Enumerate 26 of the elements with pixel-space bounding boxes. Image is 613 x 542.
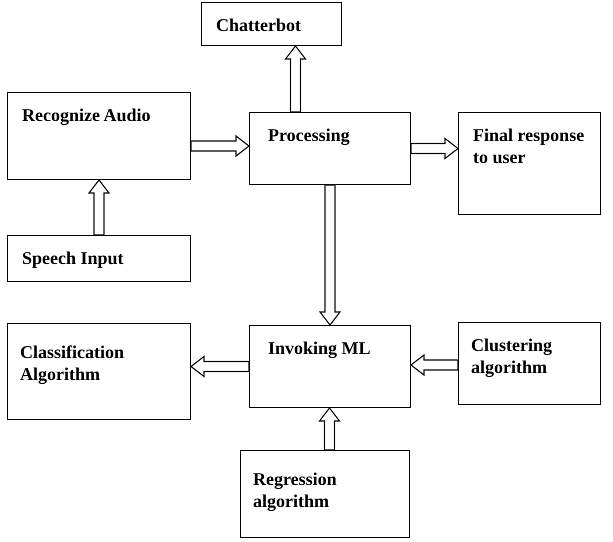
box-label: Chatterbot xyxy=(216,15,302,37)
process-box xyxy=(7,92,191,180)
process-box xyxy=(458,112,601,215)
process-box xyxy=(240,450,410,538)
block-arrow xyxy=(88,179,110,236)
block-arrow xyxy=(410,137,459,160)
box-label: Regression algorithm xyxy=(253,469,338,512)
process-box xyxy=(249,325,411,408)
process-box xyxy=(249,112,411,185)
box-label: Speech Input xyxy=(22,248,125,270)
block-arrow xyxy=(318,184,342,326)
process-box xyxy=(7,323,191,420)
box-label: Final response to user xyxy=(473,125,586,168)
process-box xyxy=(7,235,191,282)
block-arrow xyxy=(284,45,307,113)
box-label: Classification Algorithm xyxy=(20,342,126,386)
process-box xyxy=(201,2,342,46)
block-arrow xyxy=(190,134,250,158)
box-label: Processing xyxy=(268,125,351,147)
block-arrow xyxy=(410,354,459,376)
box-label: Clustering algorithm xyxy=(471,335,553,378)
process-box xyxy=(458,322,601,405)
block-arrow xyxy=(318,407,341,451)
block-arrow xyxy=(190,355,250,378)
box-label: Recognize Audio xyxy=(22,105,152,127)
box-label: Invoking ML xyxy=(268,338,372,360)
